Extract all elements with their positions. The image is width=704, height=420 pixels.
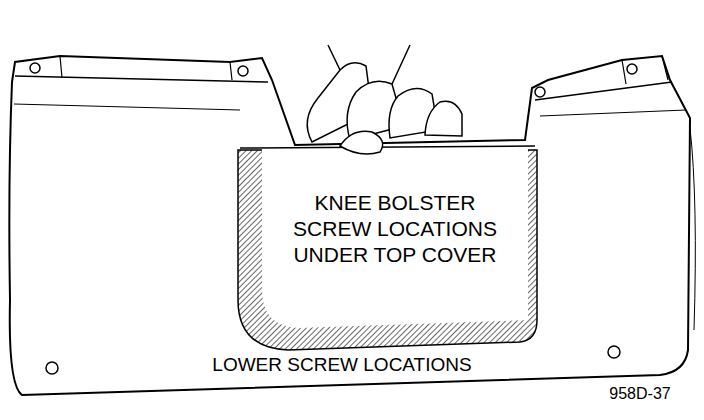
hand — [307, 45, 462, 154]
contour-line — [14, 104, 240, 110]
fascia-outline — [9, 56, 690, 395]
contour-line — [540, 110, 686, 116]
contour-line — [690, 128, 695, 330]
rim-line — [15, 76, 268, 82]
screw-head — [30, 63, 637, 374]
panel-face — [262, 148, 528, 328]
callout-label: KNEE BOLSTER SCREW LOCATIONS UNDER TOP C… — [287, 190, 503, 268]
panel-top-edge — [240, 146, 535, 148]
figure-number: 958D-37 — [609, 384, 670, 404]
rim-line — [535, 82, 672, 100]
callout-label: LOWER SCREW LOCATIONS — [212, 354, 471, 376]
